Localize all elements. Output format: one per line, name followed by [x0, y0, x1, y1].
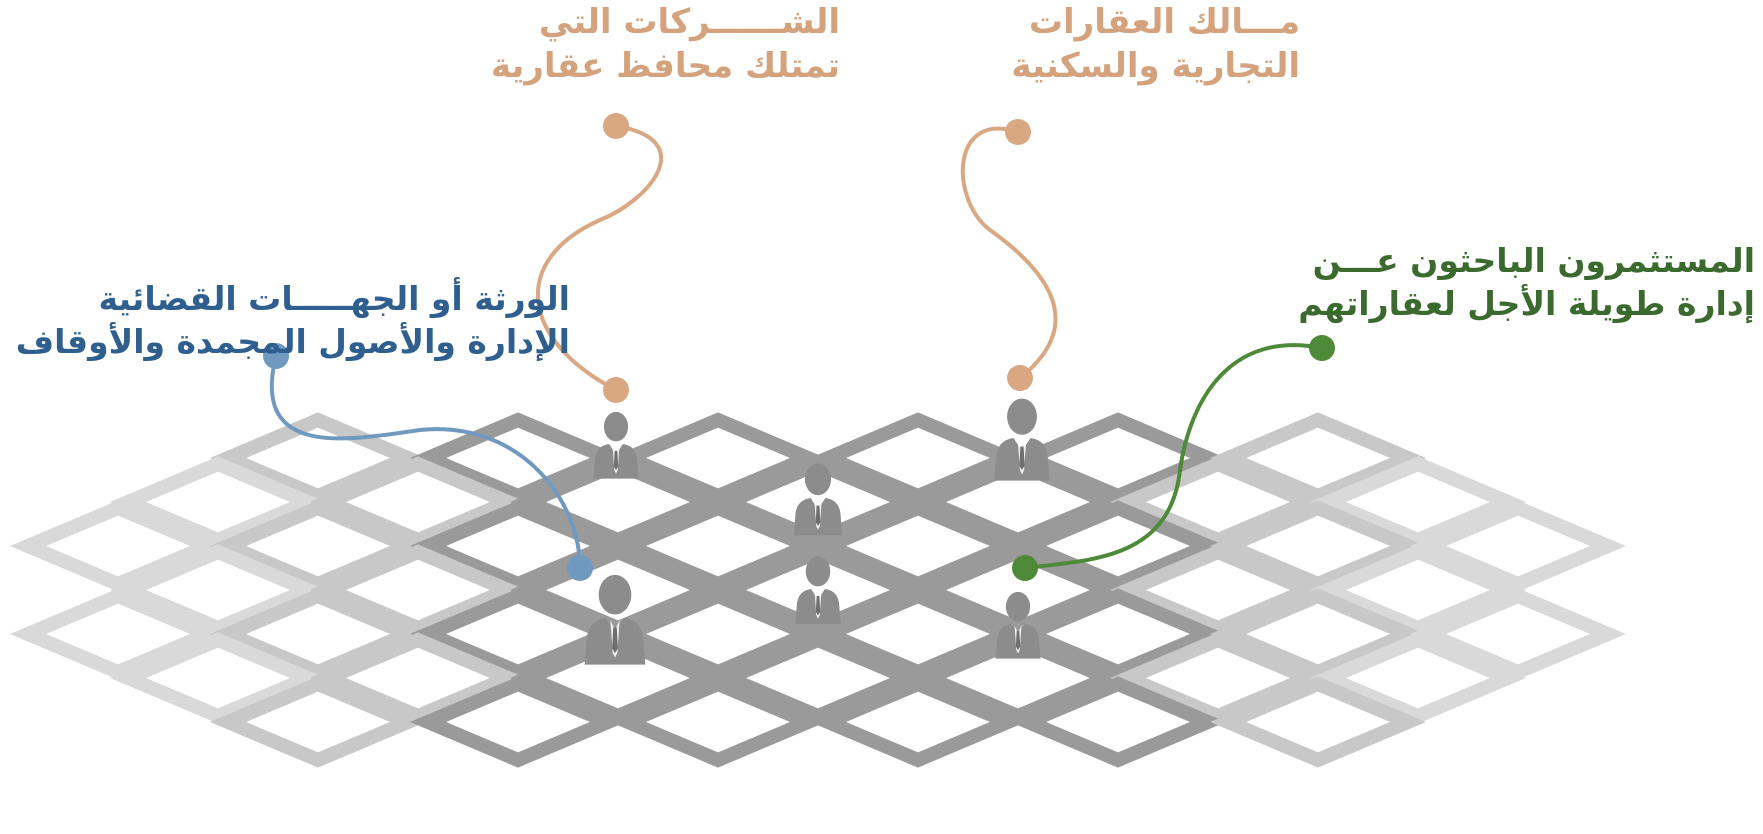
companies-label-line2: تمتلك محافظ عقارية — [490, 46, 840, 87]
grid-tile — [210, 588, 426, 680]
grid-tile — [710, 456, 926, 548]
grid-tile — [410, 588, 626, 680]
grid-tile — [1010, 500, 1226, 592]
connector-lines — [269, 124, 1324, 570]
heirs-label-line2: الإدارة والأصول المجمدة والأوقاف — [15, 321, 570, 361]
connector-dot-icon — [263, 343, 289, 369]
grid-tile — [1210, 676, 1426, 768]
grid-tile — [1010, 412, 1226, 504]
grid-tile — [1410, 588, 1626, 680]
grid-tile — [210, 500, 426, 592]
grid-tile — [810, 500, 1026, 592]
grid-tile — [10, 588, 226, 680]
connector-dot-icon — [1012, 555, 1038, 581]
grid-tile — [910, 544, 1126, 636]
grid-tile — [410, 500, 626, 592]
grid-tile — [610, 588, 826, 680]
grid-tile — [110, 632, 326, 724]
owners-label-line2: التجارية والسكنية — [1011, 46, 1300, 87]
connector-dot-icon — [603, 377, 629, 403]
grid-tile — [310, 456, 526, 548]
grid-tile — [1210, 412, 1426, 504]
connector-dot-icon — [1309, 335, 1335, 361]
heirs-label: الورثة أو الجهـــــات القضائية الإدارة و… — [10, 278, 570, 364]
grid-tile — [110, 456, 326, 548]
grid-tile — [10, 500, 226, 592]
owners-label-line1: مـــالك العقارات — [1028, 2, 1300, 42]
grid-tile — [1310, 544, 1526, 636]
investors-connector — [1023, 343, 1324, 570]
heirs-label-line1: الورثة أو الجهـــــات القضائية — [98, 279, 570, 318]
connector-dot-icon — [603, 113, 629, 139]
grid-tile — [1310, 456, 1526, 548]
grid-tile — [1310, 632, 1526, 724]
investors-label-line1: المستثمرون الباحثون عـــن — [1312, 241, 1755, 280]
companies-label: الشــــــركات التي تمتلك محافظ عقارية — [490, 0, 840, 88]
owners-connector — [960, 126, 1058, 380]
grid-tile — [310, 544, 526, 636]
grid-tile — [710, 632, 926, 724]
connector-dot-icon — [1005, 119, 1031, 145]
grid-tile — [610, 676, 826, 768]
grid-tile — [810, 588, 1026, 680]
companies-label-line1: الشــــــركات التي — [538, 2, 840, 42]
grid-tile — [510, 632, 726, 724]
grid-tile — [710, 544, 926, 636]
grid-tile — [910, 456, 1126, 548]
grid-tile — [810, 412, 1026, 504]
grid-tile — [1010, 676, 1226, 768]
grid-tile — [310, 632, 526, 724]
businessperson-icon — [994, 398, 1050, 481]
grid-tile — [1110, 544, 1326, 636]
grid-tile — [1110, 632, 1326, 724]
grid-tile — [610, 412, 826, 504]
diamond-grid — [10, 412, 1626, 768]
grid-tile — [1210, 500, 1426, 592]
grid-tile — [810, 676, 1026, 768]
companies-connector — [535, 124, 664, 392]
connector-dots — [263, 113, 1335, 581]
businessperson-icon — [593, 411, 639, 479]
grid-tile — [410, 676, 626, 768]
grid-tile — [1010, 588, 1226, 680]
grid-tile — [410, 412, 626, 504]
owners-label: مـــالك العقارات التجارية والسكنية — [1000, 0, 1300, 88]
heirs-connector — [269, 354, 582, 570]
investors-label: المستثمرون الباحثون عـــن إدارة طويلة ال… — [1298, 240, 1755, 326]
grid-tile — [1410, 500, 1626, 592]
grid-tile — [210, 676, 426, 768]
grid-tile — [110, 544, 326, 636]
investors-label-line2: إدارة طويلة الأجل لعقاراتهم — [1298, 283, 1755, 323]
connector-dot-icon — [567, 555, 593, 581]
grid-tile — [1210, 588, 1426, 680]
grid-tile — [610, 500, 826, 592]
connector-dot-icon — [1007, 365, 1033, 391]
grid-tile — [1110, 456, 1326, 548]
grid-tile — [910, 632, 1126, 724]
